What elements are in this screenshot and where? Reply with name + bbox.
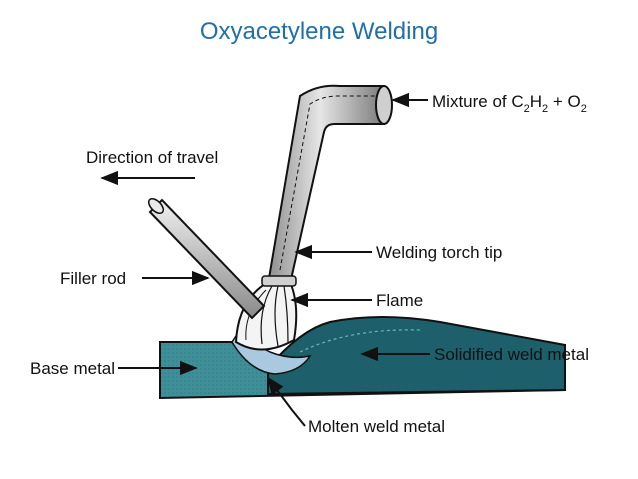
base-metal-label: Base metal: [30, 359, 115, 378]
filler-rod: [147, 197, 266, 320]
direction-label: Direction of travel: [86, 148, 218, 167]
solidified-label: Solidified weld metal: [434, 345, 589, 364]
welding-torch: [261, 84, 393, 287]
molten-label: Molten weld metal: [308, 417, 445, 436]
solidified-weld-metal: [267, 316, 566, 396]
filler-rod-label: Filler rod: [60, 269, 126, 288]
flame-label: Flame: [376, 291, 423, 310]
page-title: Oxyacetylene Welding: [199, 18, 439, 45]
mixture-label: Mixture of C2H2 + O2: [432, 92, 587, 115]
torch-tip-label: Welding torch tip: [376, 243, 502, 262]
molten-arrow: [266, 376, 306, 427]
